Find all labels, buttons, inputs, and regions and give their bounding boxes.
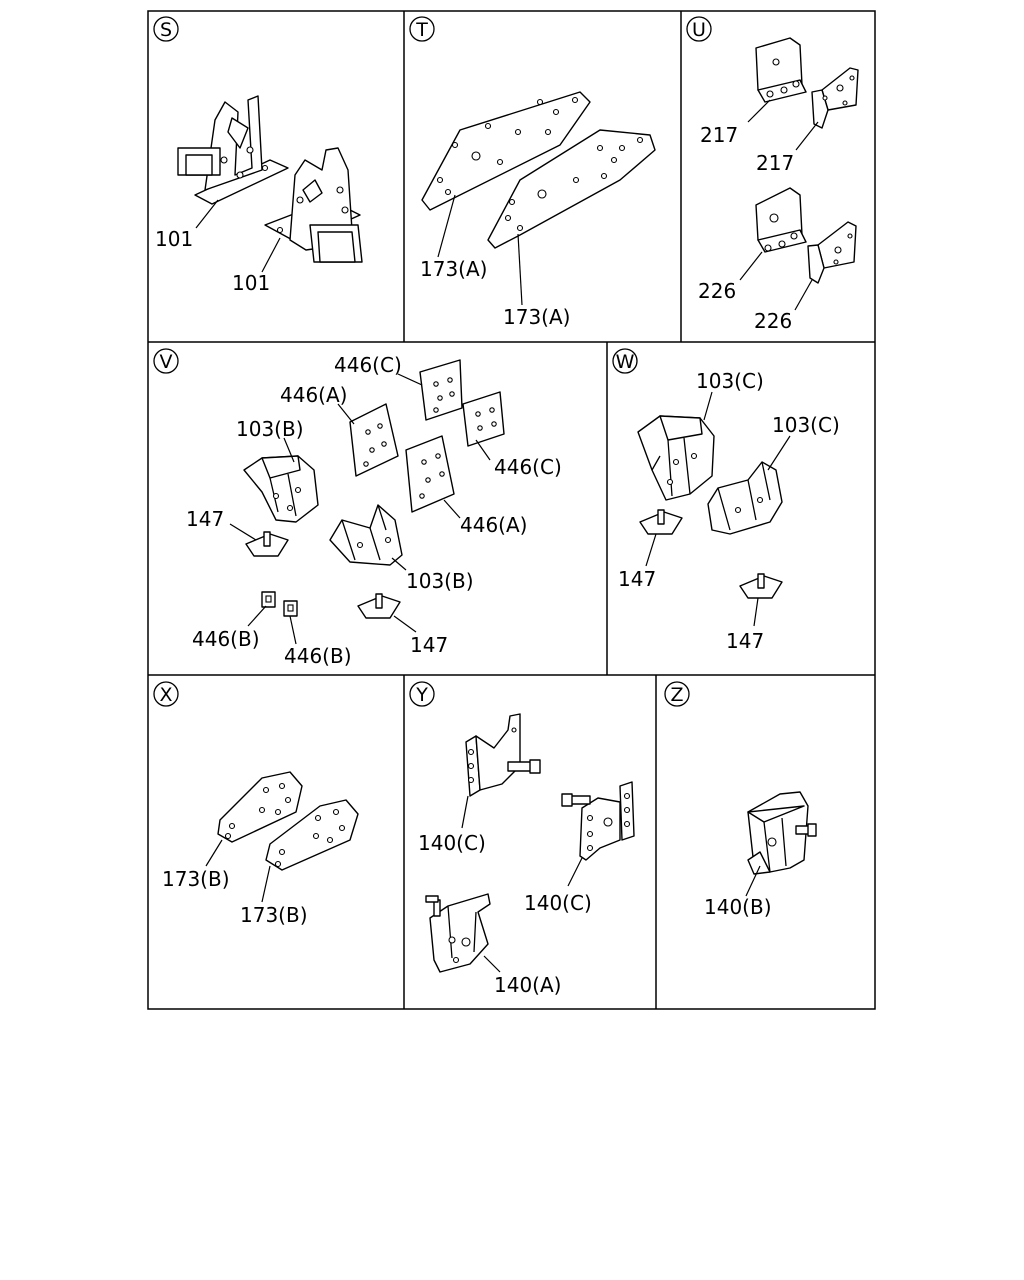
part-label: 217 — [756, 151, 794, 175]
leader-lines-w — [645, 391, 791, 627]
bracket-103b-upper — [243, 455, 319, 523]
bracket-217-right — [811, 67, 859, 129]
part-label: 140(C) — [524, 891, 592, 915]
part-label: 446(A) — [280, 383, 347, 407]
leader-lines-z — [745, 865, 761, 897]
svg-text:S: S — [160, 19, 172, 41]
leader-lines-v — [229, 373, 491, 645]
part-label: 217 — [700, 123, 738, 147]
pad-446a-right — [405, 435, 455, 513]
svg-text:V: V — [160, 351, 173, 373]
bracket-140c-right — [561, 781, 635, 861]
spacer-147-lower — [357, 593, 401, 619]
svg-text:W: W — [616, 351, 635, 373]
plate-173b-upper — [217, 771, 303, 843]
part-label: 446(C) — [334, 353, 402, 377]
spacer-147-w-lower — [739, 573, 783, 599]
part-label: 446(B) — [192, 627, 260, 651]
part-label: 140(A) — [494, 973, 561, 997]
bracket-217-left — [755, 37, 807, 103]
part-label: 446(A) — [460, 513, 527, 537]
part-label: 103(C) — [772, 413, 840, 437]
part-label: 173(B) — [240, 903, 308, 927]
part-label: 147 — [186, 507, 224, 531]
panel-u: U — [686, 16, 859, 333]
part-label: 173(A) — [503, 305, 570, 329]
panel-x: X 173(B) 173(B) — [153, 681, 359, 927]
pad-446a-left — [349, 403, 399, 477]
panel-t: T — [409, 16, 656, 329]
part-label: 173(A) — [420, 257, 487, 281]
part-label: 446(C) — [494, 455, 562, 479]
leader-lines-t — [437, 194, 523, 306]
panel-letter-t: T — [409, 16, 435, 42]
part-label: 147 — [410, 633, 448, 657]
svg-text:U: U — [692, 19, 706, 41]
panel-w: W 103(C) 103(C) 147 — [612, 348, 840, 653]
part-label: 226 — [698, 279, 736, 303]
part-label: 147 — [726, 629, 764, 653]
bracket-140a — [425, 893, 491, 973]
plate-173b-lower — [265, 799, 359, 871]
panel-letter-s: S — [153, 16, 179, 42]
panel-s: S 101 1 — [153, 16, 363, 295]
panel-letter-u: U — [686, 16, 712, 42]
bracket-140c-upper — [465, 713, 541, 797]
part-label: 103(C) — [696, 369, 764, 393]
spacer-147-w-upper — [639, 509, 683, 535]
leader-lines-u — [739, 99, 819, 311]
bracket-103c-left — [637, 415, 715, 501]
bracket-101-upper — [177, 95, 289, 205]
pad-446c-right — [462, 391, 505, 447]
bracket-101-lower — [264, 147, 363, 263]
panel-letter-y: Y — [409, 681, 435, 707]
svg-text:Z: Z — [670, 684, 683, 706]
part-label: 226 — [754, 309, 792, 333]
bracket-103c-right — [707, 461, 783, 535]
part-label: 103(B) — [236, 417, 304, 441]
spacer-147-upper — [245, 531, 289, 557]
plate-173a-lower — [487, 129, 656, 249]
part-label: 173(B) — [162, 867, 230, 891]
pad-446c-top — [419, 359, 463, 421]
part-label: 103(B) — [406, 569, 474, 593]
plate-173a-upper — [421, 91, 591, 211]
panel-letter-w: W — [612, 348, 638, 374]
panel-letter-z: Z — [664, 681, 690, 707]
part-label: 101 — [232, 271, 270, 295]
bracket-226-left — [755, 187, 807, 253]
panel-z: Z 140(B) — [664, 681, 817, 919]
part-label: 446(B) — [284, 644, 352, 668]
bracket-226-right — [807, 221, 857, 284]
bracket-103b-lower — [329, 504, 403, 566]
svg-text:Y: Y — [415, 684, 428, 706]
diagram-frame — [147, 10, 876, 1010]
panel-letter-x: X — [153, 681, 179, 707]
leader-lines-x — [205, 839, 271, 903]
panel-letter-v: V — [153, 348, 179, 374]
washer-446b-left — [261, 591, 276, 608]
svg-text:T: T — [415, 19, 428, 41]
part-label: 101 — [155, 227, 193, 251]
svg-text:X: X — [159, 684, 172, 706]
part-label: 140(B) — [704, 895, 772, 919]
part-label: 140(C) — [418, 831, 486, 855]
panel-y: Y — [409, 681, 635, 997]
bracket-140b — [747, 791, 817, 875]
part-label: 147 — [618, 567, 656, 591]
leader-lines-y — [461, 795, 583, 973]
washer-446b-right — [283, 600, 298, 617]
leader-lines-s — [195, 199, 281, 273]
panel-v: V — [153, 348, 562, 668]
